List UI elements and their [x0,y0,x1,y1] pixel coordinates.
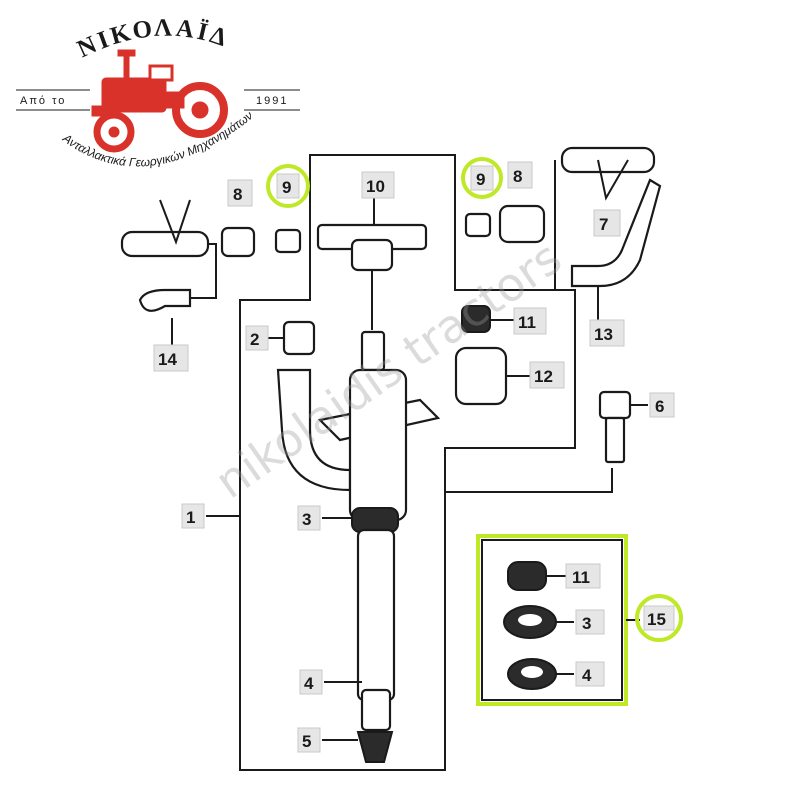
injector-1 [276,330,441,763]
callout-tag-7: 7 [593,209,621,237]
pipe-connector-7-right [560,146,656,174]
callout-tag-10: 10 [361,171,395,199]
svg-text:8: 8 [513,167,522,186]
callout-tag-4: 4 [299,669,323,695]
callout-tag-14: 14 [153,344,189,372]
svg-text:4: 4 [582,666,592,685]
svg-text:4: 4 [304,674,314,693]
seal-kit-15 [476,534,640,706]
nut-12 [454,346,508,406]
callout-tag-3-kit: 3 [575,609,605,635]
svg-text:5: 5 [302,732,311,751]
callout-tag-15: 15 [635,594,683,642]
injector-tip-4 [360,688,392,732]
company-logo: ΝΙΚΟΛΑΪΔΗΣ Από το 1991 Ανταλλακτικά Γεωρ… [0,0,300,169]
logo-since-year: 1991 [256,95,288,107]
assembly-outline [239,154,613,771]
svg-text:3: 3 [302,510,311,529]
svg-text:9: 9 [476,170,485,189]
svg-text:13: 13 [594,325,613,344]
callout-tag-3: 3 [297,505,321,531]
injector-barrel [356,528,396,702]
callout-tag-13: 13 [589,319,625,347]
nut-8-right [498,204,546,244]
callout-tag-9-left: 9 [266,164,310,208]
svg-text:6: 6 [655,397,664,416]
svg-text:3: 3 [582,614,591,633]
svg-text:15: 15 [647,610,666,629]
svg-text:9: 9 [282,178,291,197]
cap-14 [138,288,192,312]
cap-2 [282,320,316,356]
return-pipe-13 [570,178,662,288]
callout-tag-12: 12 [529,361,565,389]
callout-tag-8-right: 8 [507,161,533,189]
washer-9-right [464,212,492,238]
callout-tag-2: 2 [245,325,269,351]
washer-9-left [274,228,302,254]
svg-text:14: 14 [158,350,177,369]
callout-tag-11: 11 [513,307,547,335]
callout-tag-8-left: 8 [227,179,253,207]
callout-leaders [206,319,648,741]
callout-tag-5: 5 [297,727,321,753]
kit-washer-11 [507,561,547,591]
svg-text:7: 7 [599,215,608,234]
callout-tag-4-kit: 4 [575,661,605,687]
svg-text:2: 2 [250,330,259,349]
injector-seal-3 [351,507,399,533]
left-banjo-group [120,199,302,345]
logo-since-label: Από το [20,95,66,107]
callout-tag-1: 1 [181,503,205,529]
callout-tag-11-kit: 11 [565,563,601,589]
svg-text:10: 10 [366,177,385,196]
svg-text:11: 11 [572,568,590,587]
svg-text:11: 11 [518,313,536,332]
tee-fitting-10 [316,198,428,330]
tractor-icon [91,49,228,153]
logo-name: ΝΙΚΟΛΑΪΔΗΣ [0,0,233,63]
bolt-6 [598,390,632,464]
nozzle-5 [356,731,394,763]
return-pipe-group [560,146,662,320]
callout-tag-9-right: 9 [461,157,503,199]
nut-8-left [220,226,256,258]
svg-text:8: 8 [233,185,242,204]
svg-text:12: 12 [534,367,553,386]
pipe-connector-7-left [120,230,210,258]
callout-tag-6: 6 [649,392,675,418]
svg-text:1: 1 [186,508,195,527]
